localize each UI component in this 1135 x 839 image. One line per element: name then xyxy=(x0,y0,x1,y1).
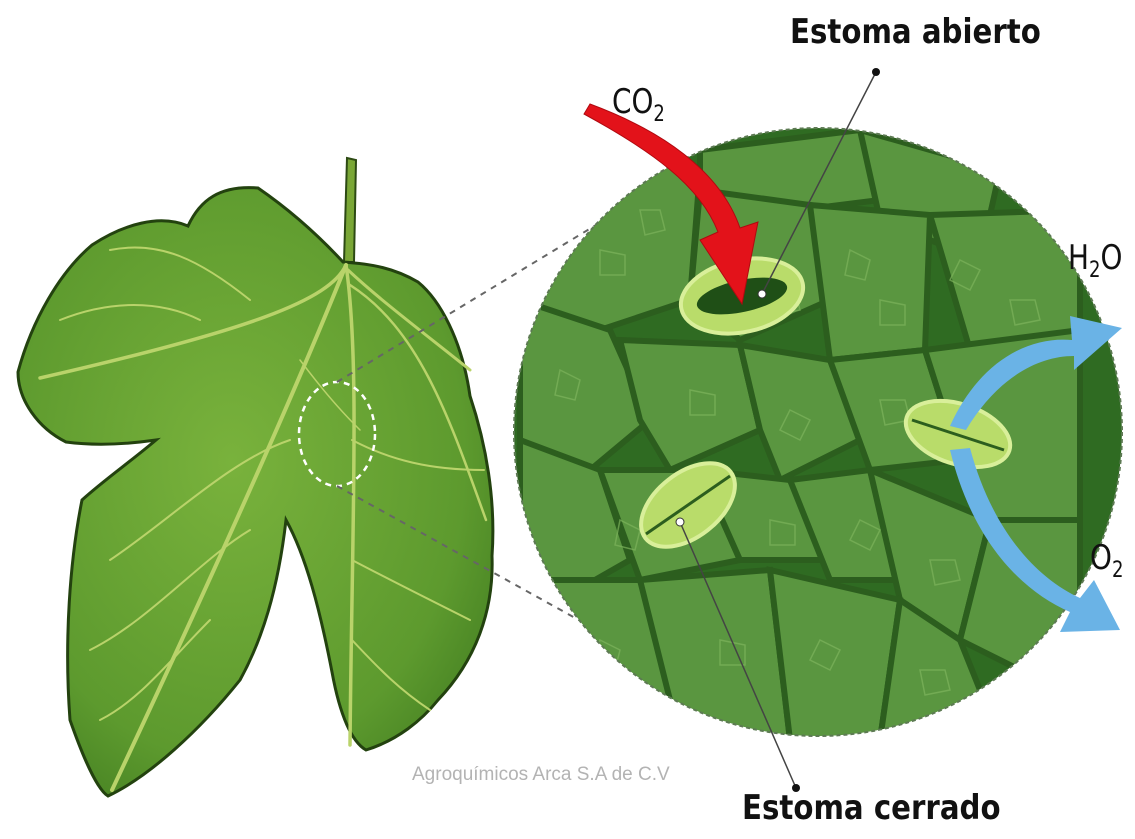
leaf-petiole xyxy=(344,158,356,262)
h2o-h: H xyxy=(1068,238,1089,278)
o2-label: O2 xyxy=(1090,538,1123,583)
fig-leaf xyxy=(18,158,493,796)
o2-sub: 2 xyxy=(1112,558,1123,583)
o2-main: O xyxy=(1090,538,1112,578)
watermark: Agroquímicos Arca S.A de C.V xyxy=(412,764,670,786)
h2o-o: O xyxy=(1100,238,1122,278)
co2-sub: 2 xyxy=(653,102,664,127)
closed-stoma-label: Estoma cerrado xyxy=(742,788,1001,828)
co2-label: CO2 xyxy=(612,82,665,127)
h2o-label: H2O xyxy=(1068,238,1122,283)
h2o-sub: 2 xyxy=(1089,258,1100,283)
co2-main: CO xyxy=(612,82,653,122)
open-stoma-label: Estoma abierto xyxy=(790,12,1041,52)
